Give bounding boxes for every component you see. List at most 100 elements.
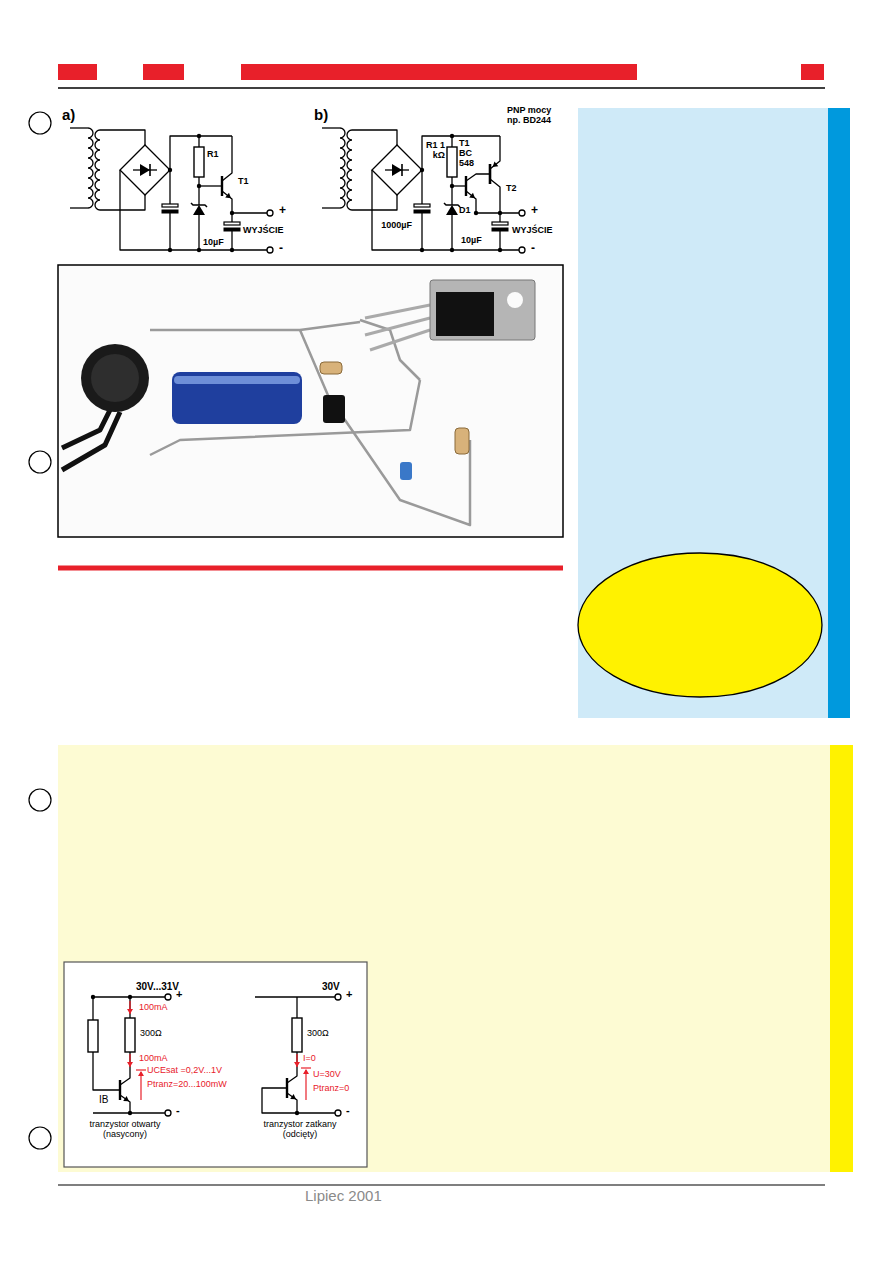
transistor-collector	[120, 1052, 130, 1085]
terminal-sign: +	[346, 988, 352, 1000]
terminal-sign: +	[279, 204, 286, 217]
inset-frame	[64, 962, 367, 1167]
component-label: T2	[506, 184, 517, 194]
component-value: 300Ω	[307, 1029, 329, 1039]
junction-dot	[230, 248, 234, 252]
transistor-collector	[490, 179, 500, 213]
junction-dot	[197, 248, 201, 252]
bridge-rectifier	[372, 145, 422, 195]
output-label: WYJŚCIE	[243, 226, 284, 236]
photo-resistor	[320, 362, 342, 374]
junction-dot	[168, 168, 172, 172]
terminal	[519, 247, 525, 253]
wire	[421, 170, 422, 204]
figure-letter: a)	[62, 107, 75, 124]
arrow-head	[138, 1071, 144, 1076]
transistor-emitter	[466, 191, 519, 213]
power-label: Ptranz=20...100mW	[147, 1080, 227, 1090]
capacitor-plate	[492, 228, 508, 231]
rule-line	[58, 87, 825, 89]
resistor-symbol	[447, 147, 457, 177]
terminal-sign: -	[346, 1104, 350, 1116]
component-label: T1	[238, 177, 249, 187]
sidebar-stripe	[828, 108, 850, 718]
wire	[255, 996, 335, 997]
component-value: 1000µF	[374, 221, 412, 231]
red-rule	[58, 566, 563, 571]
mains-lead	[70, 207, 88, 208]
capacitor-plate	[414, 204, 430, 207]
junction-dot	[474, 211, 478, 215]
arrow-head	[127, 1062, 133, 1067]
terminal	[267, 247, 273, 253]
current-label: I=0	[303, 1054, 316, 1064]
mains-lead	[322, 207, 340, 208]
terminal	[165, 994, 171, 1000]
transistor-base	[221, 176, 223, 196]
photo-frame	[58, 265, 563, 537]
arrow-head	[290, 1094, 296, 1099]
wire	[451, 215, 452, 250]
junction-dot	[420, 168, 424, 172]
voltage-arrow	[140, 1072, 141, 1100]
highlight-ellipse	[578, 553, 822, 697]
component-note: PNP mocy np. BD244	[507, 106, 553, 126]
arrow-head	[225, 193, 231, 198]
zener-bar	[191, 203, 207, 207]
transistor-emitter	[120, 1095, 130, 1113]
photo-power-transistor-body	[436, 292, 494, 336]
photo-small-transistor	[323, 395, 345, 423]
wire	[451, 177, 452, 205]
margin-marker	[29, 1127, 51, 1149]
component-label: R1	[207, 150, 219, 160]
transistor-collector	[222, 136, 232, 181]
capacitor-plate	[162, 204, 178, 207]
wire	[231, 231, 232, 250]
transistor-emitter	[287, 1093, 297, 1113]
bridge-rectifier	[120, 145, 170, 195]
component-value: 10µF	[461, 236, 482, 246]
mains-lead	[70, 127, 88, 128]
header-bar	[241, 64, 637, 80]
junction-dot	[295, 1111, 299, 1115]
wire	[169, 170, 170, 204]
photo-capacitor-shine	[174, 376, 300, 384]
terminal	[267, 210, 273, 216]
photo-diode	[400, 462, 412, 480]
power-label: Ptranz=0	[313, 1084, 349, 1094]
junction-dot	[128, 1111, 132, 1115]
component-value: 300Ω	[140, 1029, 162, 1039]
terminal	[519, 210, 525, 216]
transformer-coil	[347, 130, 352, 210]
photo-bridge	[91, 354, 139, 402]
wire	[296, 997, 297, 1018]
wire	[100, 130, 145, 145]
output-label: WYJŚCIE	[512, 226, 553, 236]
junction-dot	[450, 134, 454, 138]
terminal-sign: -	[531, 242, 535, 255]
zener-bar	[444, 203, 460, 207]
arrow-head	[127, 1009, 133, 1014]
zener-diode	[446, 205, 458, 215]
resistor-symbol	[125, 1018, 135, 1052]
wire	[352, 130, 397, 145]
terminal-sign: +	[176, 988, 182, 1000]
photo-lead	[370, 330, 430, 350]
wire	[169, 213, 170, 250]
junction-dot	[498, 248, 502, 252]
voltage-arrow	[305, 1070, 306, 1100]
current-label: 100mA	[139, 1003, 168, 1013]
junction-dot	[197, 184, 201, 188]
margin-marker	[29, 451, 51, 473]
wire	[352, 195, 397, 210]
photo-wire	[300, 330, 470, 525]
capacitor-plate	[224, 222, 240, 225]
header-bar	[801, 64, 824, 80]
junction-dot	[168, 248, 172, 252]
transformer-coil	[88, 128, 93, 208]
arrow-head	[469, 193, 475, 198]
wire	[499, 231, 500, 250]
resistor-symbol	[88, 1020, 98, 1052]
photo-tab-hole	[507, 292, 523, 308]
